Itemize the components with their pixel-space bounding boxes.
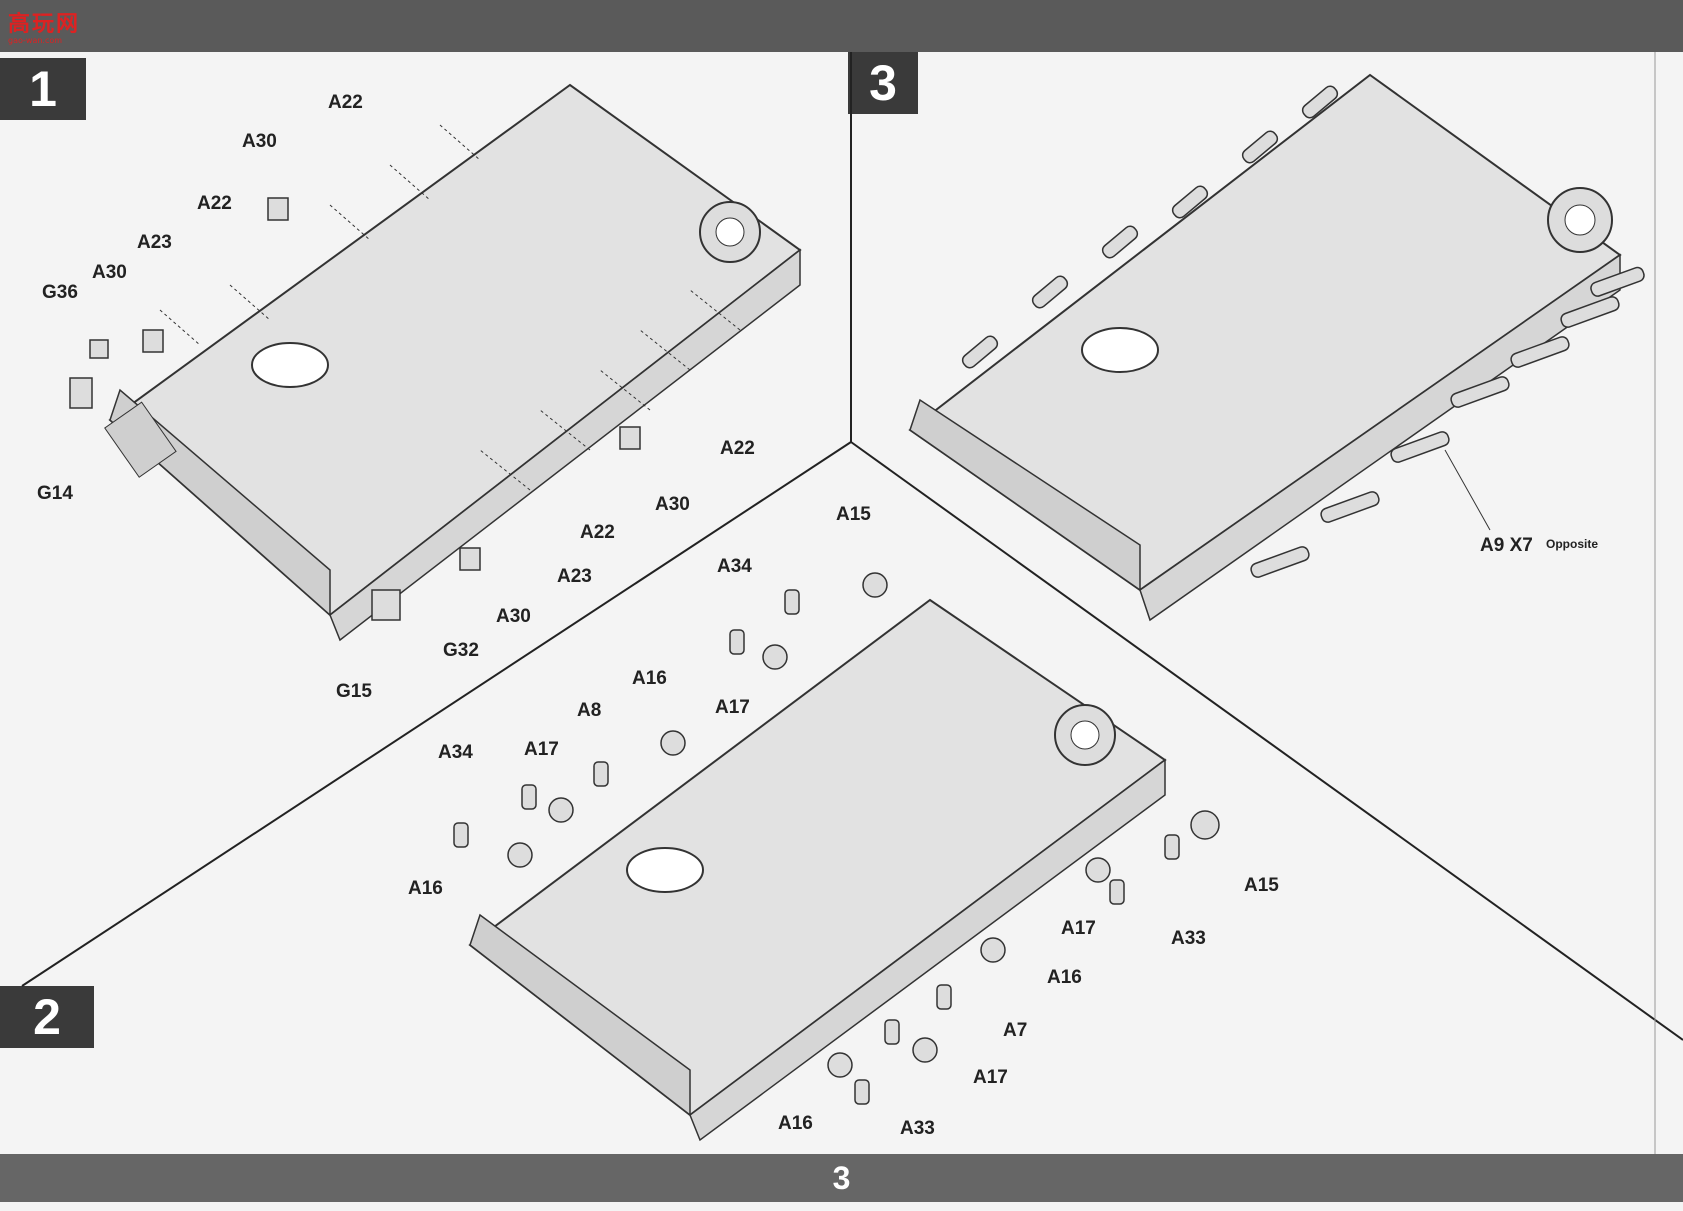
step2-hull-drawing — [468, 598, 1167, 1142]
label-a23-left: A23 — [137, 232, 172, 253]
label-a22-right: A22 — [720, 438, 755, 459]
label-a16-right: A16 — [1047, 967, 1082, 988]
label-a16-top: A16 — [632, 668, 667, 689]
label-a15-right: A15 — [1244, 875, 1279, 896]
step1-arrows — [159, 124, 741, 491]
step-2-badge: 2 — [0, 986, 94, 1048]
logo-subtext: gao-wan.com — [8, 36, 63, 45]
step1-hull-drawing — [104, 83, 802, 642]
label-a16-left: A16 — [408, 878, 443, 899]
step1-parts — [69, 197, 641, 621]
divider-right-diagonal — [850, 441, 1683, 1041]
label-a23-bottom: A23 — [557, 566, 592, 587]
step-3-badge: 3 — [848, 52, 918, 114]
step3-top-arms — [961, 85, 1339, 369]
step-1-badge: 1 — [0, 58, 86, 120]
label-a15-top: A15 — [836, 504, 871, 525]
label-a22-mid: A22 — [197, 193, 232, 214]
label-a30-left: A30 — [92, 262, 127, 283]
label-a34-top: A34 — [717, 556, 752, 577]
label-a34-left: A34 — [438, 742, 473, 763]
label-a16-bottom: A16 — [778, 1113, 813, 1134]
label-g15: G15 — [336, 681, 372, 702]
divider-left-diagonal — [21, 441, 852, 987]
label-a22-top: A22 — [328, 92, 363, 113]
step3-suspension-arms — [1250, 266, 1645, 578]
label-a9-qty: A9 X7 — [1480, 535, 1533, 556]
label-a17-top: A17 — [715, 697, 750, 718]
label-opposite: Opposite — [1546, 537, 1598, 551]
label-a7: A7 — [1003, 1020, 1027, 1041]
label-a33-bottom: A33 — [900, 1118, 935, 1139]
label-g36: G36 — [42, 282, 78, 303]
footer-bar — [0, 1154, 1683, 1202]
label-a30-right: A30 — [655, 494, 690, 515]
site-logo: 高玩网 gao-wan.com — [8, 6, 80, 45]
label-a33-right: A33 — [1171, 928, 1206, 949]
label-a17-bottom: A17 — [973, 1067, 1008, 1088]
label-a17-right: A17 — [1061, 918, 1096, 939]
logo-text: 高玩网 — [8, 12, 81, 37]
label-a30-top: A30 — [242, 131, 277, 152]
step3-hull-drawing — [908, 73, 1622, 622]
label-a8: A8 — [577, 700, 601, 721]
label-a17-left: A17 — [524, 739, 559, 760]
label-g14: G14 — [37, 483, 73, 504]
label-a22-bottom: A22 — [580, 522, 615, 543]
label-a30-bottom: A30 — [496, 606, 531, 627]
label-g32: G32 — [443, 640, 479, 661]
page-number: 3 — [832, 1160, 851, 1196]
step2-parts — [453, 572, 1220, 1105]
top-header-bar — [0, 0, 1683, 52]
